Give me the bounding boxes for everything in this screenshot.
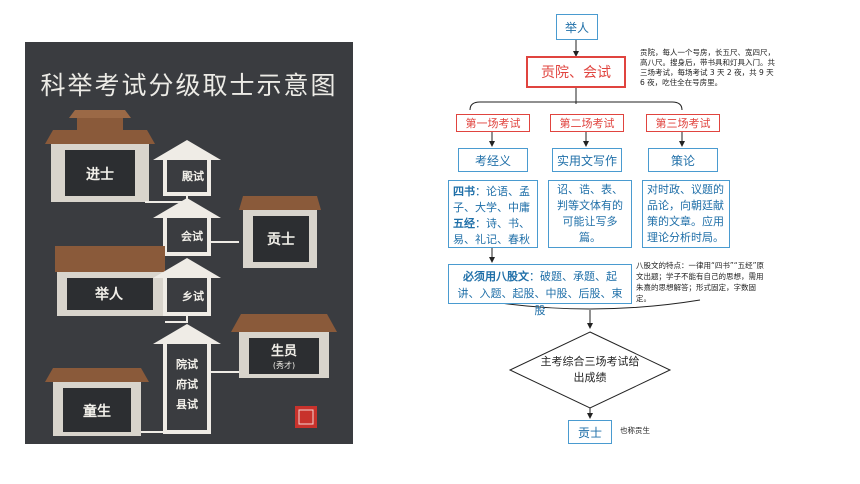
label-xianshi: 县试 xyxy=(176,397,198,411)
gongyuan-note: 贡院，每人一个号房，长五尺、宽四尺，高八尺。搜身后，带书具和灯具入门。共三场考试… xyxy=(640,48,775,87)
bagu-text: ：破题、承题、起讲、入题、起股、中股、后股、束股 xyxy=(457,270,623,317)
red-seal-stamp xyxy=(295,406,317,428)
node-detail-documents: 诏、诰、表、判等文体有的可能让写多篇。 xyxy=(548,180,632,248)
sishu-label: 四书 xyxy=(453,185,475,198)
label-fushi: 府试 xyxy=(176,377,198,391)
juren-building xyxy=(55,246,165,316)
node-decision-text: 主考综合三场考试给出成绩 xyxy=(540,355,640,384)
label-xiangshi: 乡试 xyxy=(182,289,204,303)
node-session-3: 第三场考试 xyxy=(646,114,720,132)
label-jinshi: 进士 xyxy=(86,166,114,183)
wujing-text: ：诗、书、易、礼记、春秋 xyxy=(453,217,530,246)
label-yuanshi: 院试 xyxy=(176,357,198,371)
gongshi-building xyxy=(239,196,321,268)
node-session-1: 第一场考试 xyxy=(456,114,530,132)
exam-diagram-graphic: 科举考试分级取士示意图 进士 殿试 贡士 会试 xyxy=(40,71,337,436)
xiangshi-arrow xyxy=(153,258,221,316)
shengyuan-building xyxy=(231,314,337,378)
label-shengyuan: 生员 xyxy=(271,343,297,359)
flowchart-connectors xyxy=(469,40,701,419)
label-gongshi: 贡士 xyxy=(267,231,295,248)
node-gongshi: 贡士 xyxy=(568,420,612,444)
label-xiucai: (秀才) xyxy=(273,360,295,370)
tongsheng-building xyxy=(45,368,149,436)
bagu-note: 八股文的特点：一律用“四书”“五经”原文出题；学子不能有自己的思想，需用朱熹的思… xyxy=(636,261,765,303)
node-session-2: 第二场考试 xyxy=(550,114,624,132)
node-topic-celun: 策论 xyxy=(648,148,718,172)
node-topic-writing: 实用文写作 xyxy=(552,148,622,172)
node-detail-classics: 四书：论语、孟子、大学、中庸 五经：诗、书、易、礼记、春秋 xyxy=(448,180,538,248)
node-juren: 举人 xyxy=(556,14,598,40)
node-topic-jingyi: 考经义 xyxy=(458,148,528,172)
node-detail-policy: 对时政、议题的品论，向朝廷献策的文章。应用理论分析时局。 xyxy=(642,180,730,248)
imperial-exam-diagram: 科举考试分级取士示意图 进士 殿试 贡士 会试 xyxy=(25,42,353,444)
county-exam-arrow xyxy=(153,324,221,434)
diagram-title: 科举考试分级取士示意图 xyxy=(40,71,337,100)
huishi-arrow xyxy=(153,198,221,256)
label-dianshi: 殿试 xyxy=(181,169,204,183)
dianshi-arrow xyxy=(153,140,221,196)
label-juren: 举人 xyxy=(94,286,124,303)
node-gongyuan-huishi: 贡院、会试 xyxy=(526,56,626,88)
jinshi-building xyxy=(45,110,155,202)
sishu-text: ：论语、孟子、大学、中庸 xyxy=(453,185,530,214)
node-bagu: 必须用八股文：破题、承题、起讲、入题、起股、中股、后股、束股 xyxy=(448,264,632,317)
meeting-exam-flowchart: 举人 贡院、会试 贡院，每人一个号房，长五尺、宽四尺，高八尺。搜身后，带书具和灯… xyxy=(440,0,860,484)
wujing-label: 五经 xyxy=(453,217,475,230)
bagu-label: 必须用八股文 xyxy=(463,270,529,283)
label-huishi: 会试 xyxy=(181,229,203,243)
label-tongsheng: 童生 xyxy=(83,403,111,420)
gongshi-note: 也称贡生 xyxy=(620,426,650,435)
